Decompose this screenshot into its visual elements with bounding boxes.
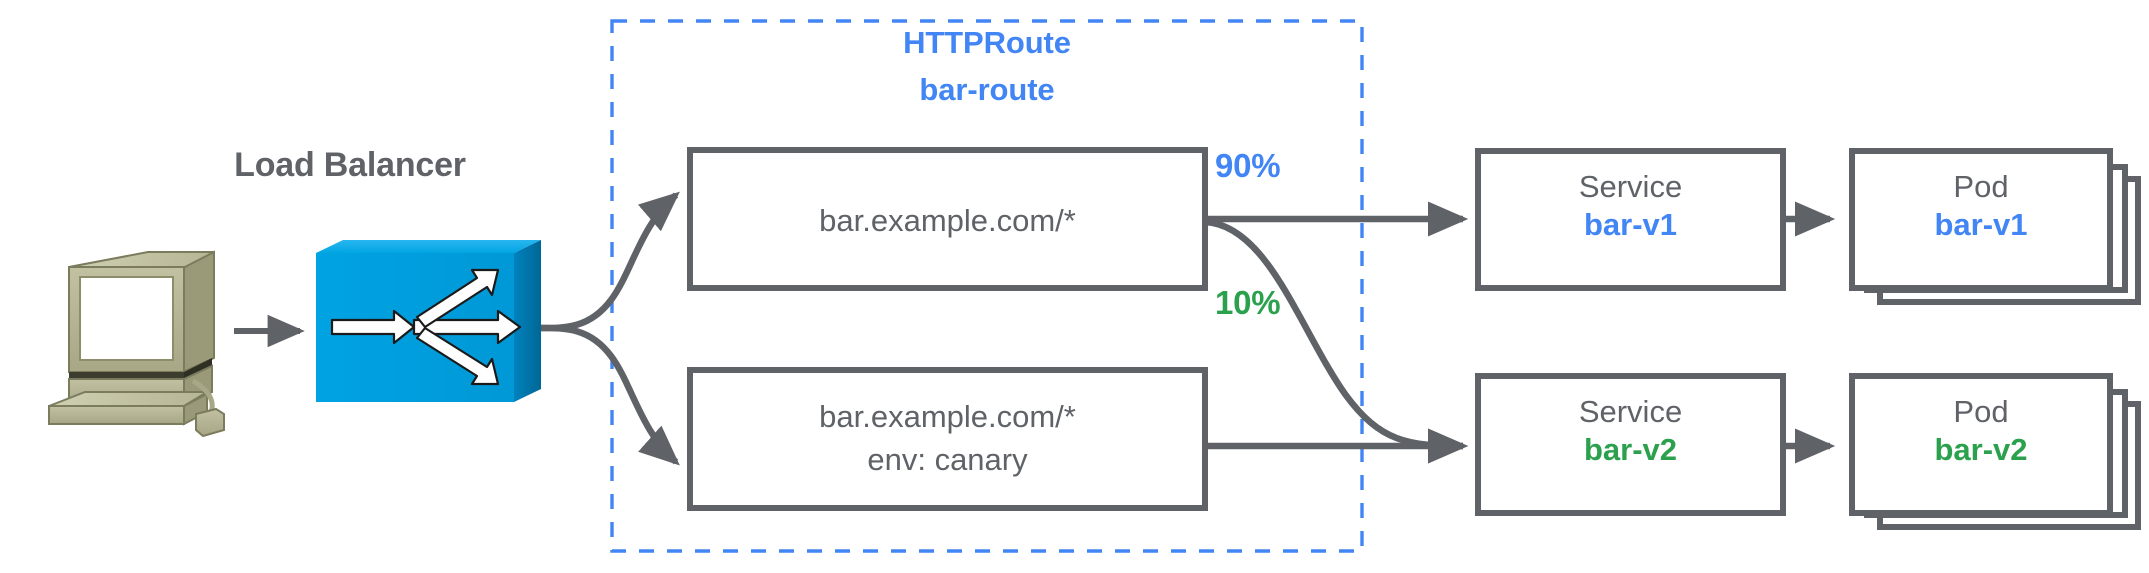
edge-lb-to-rule-canary: [540, 324, 680, 466]
pod-stack-bar-v1[interactable]: [1849, 148, 2141, 305]
pod-box-bar-v2[interactable]: [1849, 373, 2113, 516]
pod-stack-bar-v2[interactable]: [1849, 373, 2141, 530]
rule-box-primary[interactable]: [687, 147, 1208, 291]
weight-label-90: 90%: [1215, 147, 1281, 184]
httproute-group-border: [610, 19, 1364, 553]
pod-box-bar-v1[interactable]: [1849, 148, 2113, 291]
edge-weight-10: [1204, 218, 1469, 464]
rule-box-canary[interactable]: [687, 367, 1208, 511]
service-box-bar-v1[interactable]: [1475, 148, 1786, 291]
edge-lb-to-rule-primary: [540, 191, 680, 332]
service-box-bar-v2[interactable]: [1475, 373, 1786, 516]
load-balancer-icon: [316, 240, 541, 402]
weight-label-10: 10%: [1215, 284, 1281, 321]
desktop-computer-icon: [48, 250, 225, 438]
